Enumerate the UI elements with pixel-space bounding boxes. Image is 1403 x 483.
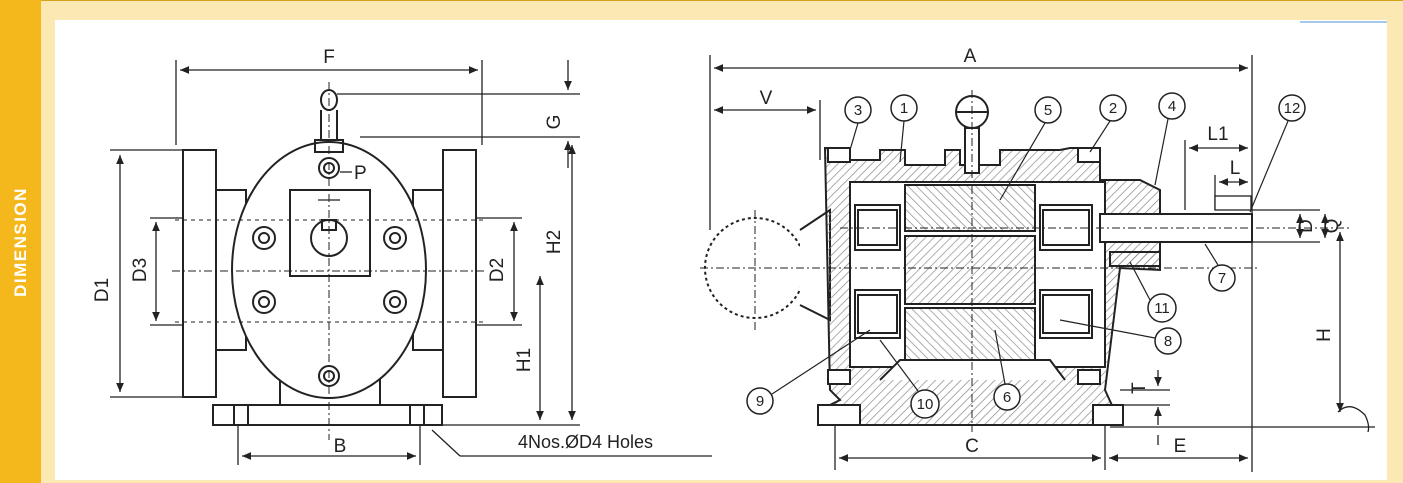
holes-note: 4Nos.ØD4 Holes <box>518 432 653 452</box>
dim-label-D2: D2 <box>487 258 508 282</box>
dim-label-B: B <box>334 436 347 457</box>
part-1: 1 <box>900 100 908 117</box>
dim-label-P: P <box>354 163 367 184</box>
balloon-numbers: 3 1 5 2 4 12 7 11 8 9 10 6 <box>756 98 1301 413</box>
dim-label-L1: L1 <box>1207 124 1228 145</box>
frame-top-line <box>41 0 1403 1</box>
section-labels: A V L1 L D Q H T C E <box>760 46 1343 457</box>
dim-label-H: H <box>1314 328 1335 342</box>
dim-label-D3: D3 <box>130 258 151 282</box>
left-flange <box>182 149 217 398</box>
dim-label-A: A <box>964 46 977 67</box>
section-sidebar: DIMENSION <box>0 0 41 483</box>
front-labels: F G P D1 D3 D2 H2 H1 B 4Nos.ØD4 Holes <box>92 47 653 457</box>
dim-label-Q: Q <box>1322 219 1343 234</box>
part-8: 8 <box>1164 333 1172 350</box>
dim-label-D1: D1 <box>92 278 113 302</box>
balloon-7 <box>1208 264 1236 292</box>
balloon-8 <box>1154 327 1182 355</box>
right-flange <box>442 149 477 398</box>
section-centerlines <box>700 90 1350 432</box>
dim-label-C: C <box>965 436 979 457</box>
idler-screw <box>904 307 1036 365</box>
dim-label-V: V <box>760 88 773 109</box>
section-view <box>704 95 1253 426</box>
balloon-leaders <box>771 118 1289 395</box>
part-12: 12 <box>1284 100 1301 117</box>
front-view-centerlines <box>172 82 485 440</box>
dim-label-F: F <box>323 47 335 68</box>
balloon-11 <box>1147 293 1177 323</box>
part-2: 2 <box>1109 100 1117 117</box>
balloon-5 <box>1034 96 1062 124</box>
balloon-9 <box>746 387 774 415</box>
part-6: 6 <box>1003 389 1011 406</box>
section-dimensions <box>709 55 1375 472</box>
dim-label-G: G <box>544 115 565 130</box>
part-10: 10 <box>917 396 934 413</box>
dim-label-T: T <box>1129 382 1150 394</box>
balloon-2 <box>1099 94 1127 122</box>
part-4: 4 <box>1168 98 1176 115</box>
balloon-6 <box>993 383 1021 411</box>
part-balloons <box>746 92 1306 419</box>
drive-screw <box>904 184 1036 232</box>
dim-label-D: D <box>1296 219 1317 233</box>
dim-label-H2: H2 <box>544 230 565 254</box>
part-3: 3 <box>854 102 862 119</box>
shaft-cover <box>289 189 371 277</box>
part-9: 9 <box>756 393 764 410</box>
base-plate <box>212 404 443 426</box>
dim-label-H1: H1 <box>514 348 535 372</box>
balloon-10 <box>910 389 940 419</box>
part-11: 11 <box>1154 300 1170 317</box>
part-5: 5 <box>1044 102 1052 119</box>
dim-label-E: E <box>1174 436 1187 457</box>
front-dimensions <box>110 60 712 465</box>
balloon-4 <box>1158 92 1186 120</box>
balloon-12 <box>1278 94 1306 122</box>
part-7: 7 <box>1218 270 1226 287</box>
dim-label-L: L <box>1230 158 1241 179</box>
